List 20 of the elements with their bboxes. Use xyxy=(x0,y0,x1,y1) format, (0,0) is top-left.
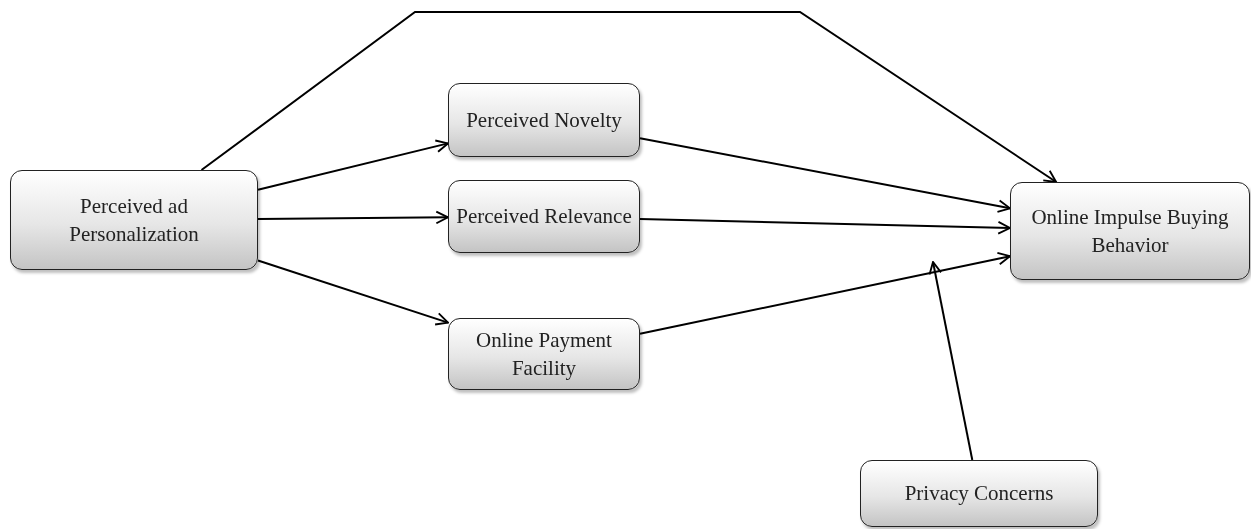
node-label: Perceived Relevance xyxy=(455,203,633,231)
arrow xyxy=(200,11,1058,183)
process-box xyxy=(448,180,640,253)
arrow xyxy=(257,259,449,326)
arrow xyxy=(639,251,1011,335)
arrow xyxy=(639,137,1011,213)
arrow xyxy=(928,261,974,461)
node-label: Perceived Novelty xyxy=(465,106,623,134)
process-box xyxy=(10,170,258,270)
arrow xyxy=(257,210,449,225)
arrow xyxy=(639,217,1011,235)
node-label: Online Payment Facility xyxy=(475,326,613,382)
node-label: Privacy Concerns xyxy=(903,480,1055,508)
process-box xyxy=(1010,182,1250,280)
node-label: Perceived ad Personalization xyxy=(68,192,200,248)
process-box xyxy=(860,460,1098,527)
node-label: Online Impulse Buying Behavior xyxy=(1030,203,1230,259)
arrow xyxy=(257,139,449,191)
process-box xyxy=(448,83,640,157)
process-box xyxy=(448,318,640,390)
